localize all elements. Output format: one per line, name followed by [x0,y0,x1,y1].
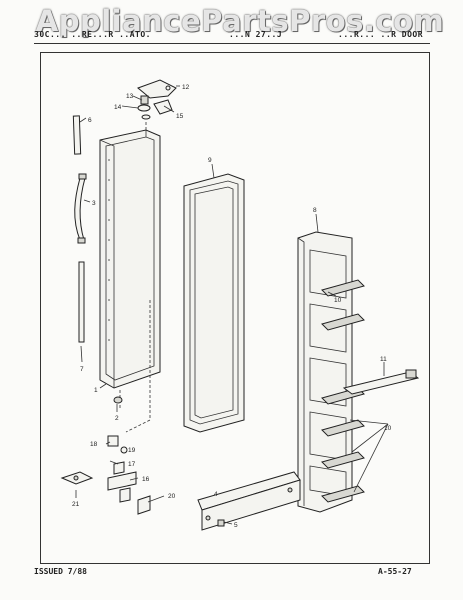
callout-4: 4 [214,491,218,498]
header-right: ...R... ..R DOOR [338,30,424,39]
header-center: ...N 27..J [229,30,283,39]
callout-21: 21 [72,501,80,508]
top-hinge [137,79,177,120]
plug [113,396,123,404]
callout-19: 19 [128,447,136,454]
callout-5: 5 [234,522,238,529]
callout-1: 1 [94,387,98,394]
page-code: A-55-27 [378,567,412,576]
callout-20: 20 [168,493,176,500]
callout-11: 11 [380,356,387,363]
callout-6: 6 [88,117,92,124]
callout-14: 14 [114,104,122,111]
leader-lines [75,85,389,525]
screw [217,519,225,527]
trim-strip-bottom [78,261,85,343]
freezer-door-panel [99,129,161,389]
callout-2: 2 [115,415,119,422]
header-left: 30C... ..RE...R ..ATO. [34,30,151,39]
callout-labels: 12 13 14 15 6 3 7 1 2 9 8 10 11 10 18 19… [72,84,392,529]
callout-17: 17 [128,461,136,468]
door-gasket [183,173,245,433]
bottom-trim [197,471,301,531]
callout-18: 18 [90,441,98,448]
callout-15: 15 [176,113,184,120]
callout-7: 7 [80,366,84,373]
watermark: AppliancePartsPros.com [35,4,445,38]
callout-3: 3 [92,200,96,207]
diagram-frame [40,52,430,564]
trim-strip-top [72,115,82,155]
callout-8: 8 [313,207,317,214]
callout-9: 9 [208,157,212,164]
door-handle [74,173,87,244]
issued-date: ISSUED 7/88 [34,567,87,576]
callout-12: 12 [182,84,190,91]
door-liner [297,231,365,513]
callout-16: 16 [142,476,150,483]
callout-13: 13 [126,93,134,100]
callout-10-b: 10 [384,425,392,432]
callout-10-a: 10 [334,297,342,304]
bottom-hinge [60,435,151,515]
header-rule [34,43,430,44]
shelf-retainer-bar [342,369,420,395]
header-bar: 30C... ..RE...R ..ATO. ...N 27..J ...R..… [34,30,430,43]
